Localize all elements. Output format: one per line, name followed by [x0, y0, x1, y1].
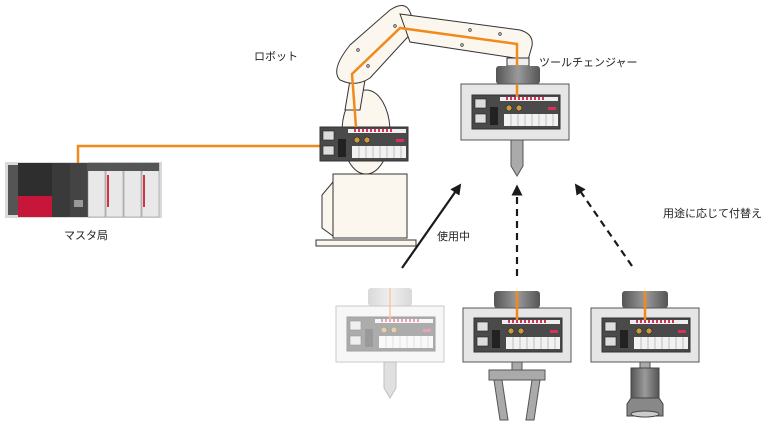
- master-station-label: マスタ局: [64, 229, 108, 242]
- robot-pedestal: [332, 173, 408, 239]
- vacuum-tool-io-module: [601, 317, 691, 353]
- gripper-finger-left: [493, 379, 509, 421]
- plc-ethernet-port: [74, 200, 83, 207]
- tool-io-module: [471, 94, 561, 130]
- robot: [315, 5, 533, 247]
- tool-changer-flange: [496, 66, 540, 84]
- gripper-tool: [462, 291, 572, 421]
- tool-changer-probe: [510, 139, 524, 177]
- probe-tool-io-module: [346, 316, 436, 352]
- in-use-label: 使用中: [437, 230, 470, 243]
- gripper-bar: [488, 369, 546, 381]
- tool-changer-mounted: [460, 66, 570, 177]
- plc-power-edge: [8, 165, 18, 215]
- tool-changer-label: ツールチェンジャー: [539, 56, 638, 69]
- swap-by-purpose-label: 用途に応じて付替え: [663, 207, 762, 220]
- gripper-stem: [511, 361, 523, 371]
- gripper-finger-right: [525, 379, 541, 421]
- robot-pedestal-side: [321, 180, 334, 237]
- vacuum-tool: [590, 291, 700, 418]
- gripper-tool-io-module: [473, 317, 563, 353]
- plc-network-module: [70, 163, 88, 217]
- plc-cpu-module: [18, 163, 52, 196]
- in-use-arrow: [401, 183, 462, 269]
- probe-tool: [335, 288, 445, 399]
- plc-red-module: [18, 196, 52, 217]
- master-station-plc: [5, 162, 162, 218]
- robot-internal-cable: [350, 26, 519, 128]
- robot-bolts: [356, 24, 502, 68]
- vacuum-body: [630, 367, 660, 399]
- swap-arrow-right: [574, 183, 633, 267]
- network-cable-master: [76, 144, 320, 163]
- probe-tool-flange: [368, 288, 412, 306]
- plc-module: [52, 163, 70, 217]
- robot-foot: [315, 239, 417, 247]
- vacuum-stem: [639, 361, 651, 369]
- plc-io-modules: [87, 162, 160, 218]
- robot-io-module: [319, 126, 409, 162]
- probe-tip: [383, 361, 397, 399]
- robot-label: ロボット: [254, 50, 298, 63]
- vacuum-cup-rim: [630, 410, 660, 418]
